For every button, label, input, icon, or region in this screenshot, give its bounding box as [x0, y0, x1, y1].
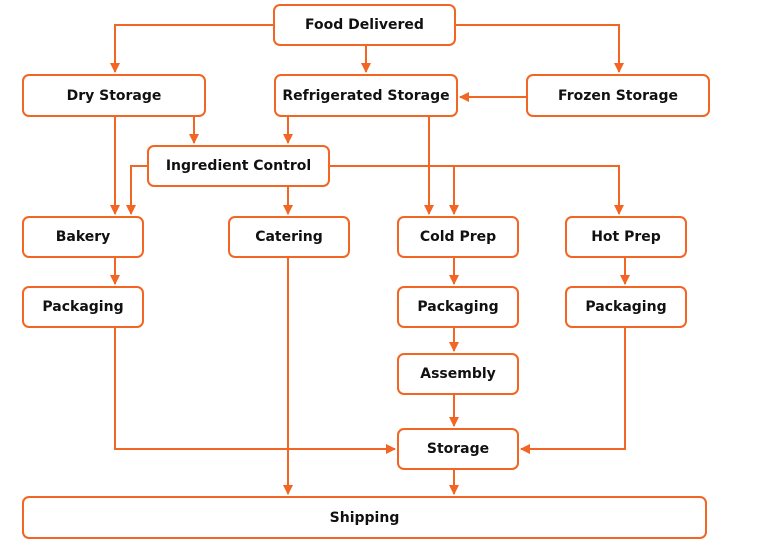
node-hot-prep: Hot Prep: [565, 216, 687, 258]
node-assembly: Assembly: [397, 353, 519, 395]
node-bakery: Bakery: [22, 216, 144, 258]
node-label: Catering: [255, 229, 323, 245]
node-label: Shipping: [329, 509, 400, 526]
node-label: Ingredient Control: [165, 158, 312, 174]
node-catering: Catering: [228, 216, 350, 258]
edge-ingredient-control-to-cold-prep: [330, 165, 459, 215]
node-label: Storage: [426, 441, 490, 457]
node-storage: Storage: [397, 428, 519, 470]
node-frozen-storage: Frozen Storage: [526, 74, 710, 117]
node-label: Cold Prep: [419, 229, 497, 245]
edge-food-to-dry: [110, 24, 273, 73]
node-packaging-bakery: Packaging: [22, 286, 144, 328]
node-label: Food Delivered: [305, 17, 424, 33]
node-label: Packaging: [417, 299, 499, 315]
node-label: Packaging: [585, 299, 667, 315]
edge-hot-packaging-to-storage: [520, 328, 626, 454]
node-label: Frozen Storage: [558, 87, 678, 104]
node-cold-prep: Cold Prep: [397, 216, 519, 258]
node-label: Hot Prep: [591, 229, 661, 245]
node-label: Dry Storage: [66, 87, 162, 104]
node-label: Refrigerated Storage: [282, 87, 450, 104]
node-ingredient-control: Ingredient Control: [147, 145, 330, 187]
edge-ingredient-control-to-bakery: [126, 165, 147, 215]
node-label: Packaging: [42, 299, 124, 315]
node-packaging-hot: Packaging: [565, 286, 687, 328]
node-dry-storage: Dry Storage: [22, 74, 206, 117]
edge-food-to-frozen: [456, 24, 624, 73]
edge-ingredient-control-to-hot-prep: [454, 165, 624, 215]
node-label: Bakery: [55, 229, 111, 245]
edge-bakery-packaging-to-storage: [114, 328, 396, 454]
node-food-delivered: Food Delivered: [273, 4, 456, 46]
node-shipping: Shipping: [22, 496, 707, 539]
node-refrigerated-storage: Refrigerated Storage: [274, 74, 458, 117]
node-label: Assembly: [420, 366, 496, 382]
node-packaging-cold: Packaging: [397, 286, 519, 328]
